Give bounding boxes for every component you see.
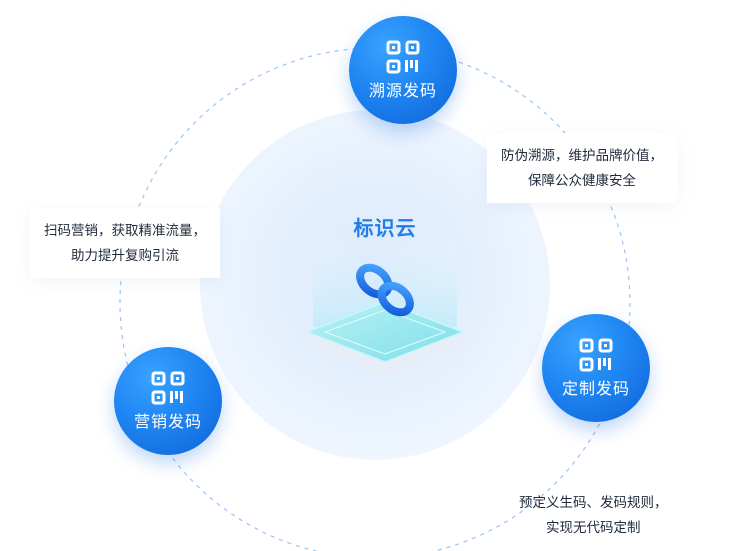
traceability-node[interactable]: 溯源发码 xyxy=(349,16,457,124)
custom-node[interactable]: 定制发码 xyxy=(542,314,650,422)
marketing-description-line-2: 助力提升复购引流 xyxy=(71,248,179,263)
traceability-node-label: 溯源发码 xyxy=(368,83,437,100)
qr-code-icon xyxy=(579,338,613,372)
traceability-description-line-1: 防伪溯源，维护品牌价值， xyxy=(501,148,663,163)
qr-code-icon xyxy=(386,40,420,74)
custom-description-line-1: 预定义生码、发码规则， xyxy=(519,495,668,510)
custom-node-label: 定制发码 xyxy=(561,381,630,398)
qr-code-icon xyxy=(151,371,185,405)
custom-description-line-2: 实现无代码定制 xyxy=(546,520,641,535)
marketing-node[interactable]: 营销发码 xyxy=(114,347,222,455)
traceability-description: 防伪溯源，维护品牌价值， 保障公众健康安全 xyxy=(487,133,677,203)
cloud-platform-icon xyxy=(304,228,466,378)
marketing-node-label: 营销发码 xyxy=(133,414,202,431)
traceability-description-line-2: 保障公众健康安全 xyxy=(528,173,636,188)
marketing-description: 扫码营销，获取精准流量， 助力提升复购引流 xyxy=(30,208,220,278)
custom-description: 预定义生码、发码规则， 实现无代码定制 xyxy=(505,480,682,550)
marketing-description-line-1: 扫码营销，获取精准流量， xyxy=(44,223,206,238)
